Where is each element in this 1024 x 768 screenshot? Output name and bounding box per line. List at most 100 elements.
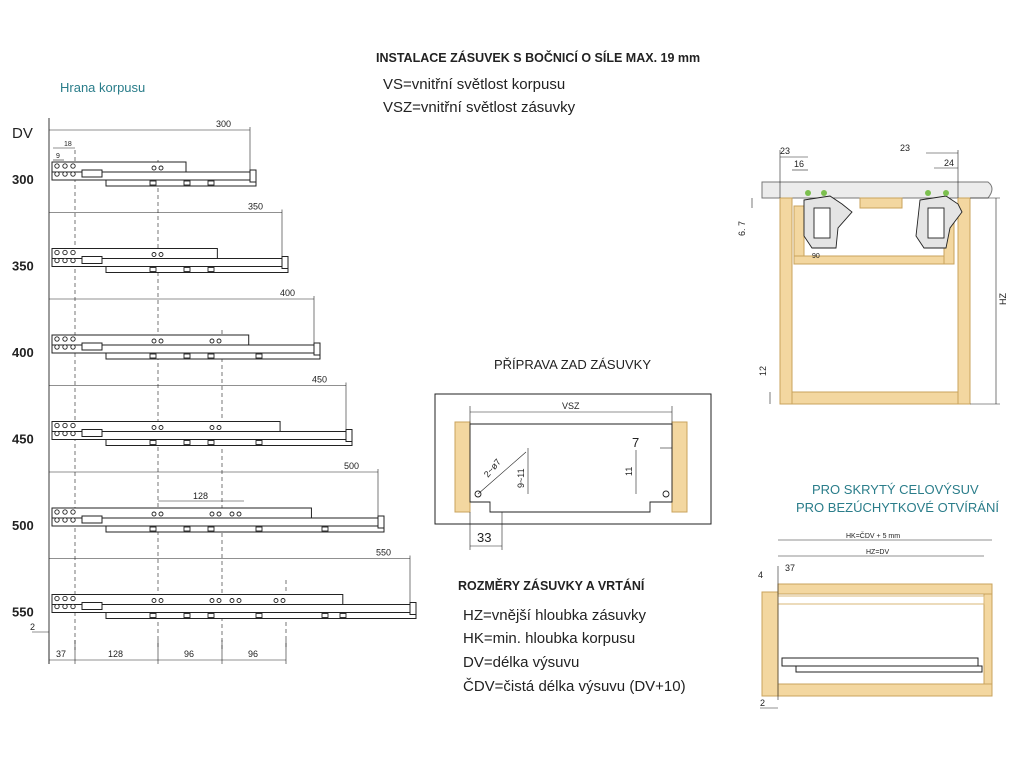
legend-vsz: VSZ=vnitřní světlost zásuvky [383, 99, 576, 116]
front-dim-16: 16 [794, 159, 804, 169]
row-slot-300-2 [207, 180, 215, 186]
hk-label: HK=ČDV + 5 mm [846, 531, 900, 540]
drawer-back-outline [469, 423, 673, 513]
row-label-450: 450 [12, 432, 34, 447]
side-rail-upper [781, 657, 979, 667]
right-side-board [671, 421, 688, 513]
row-label-400: 400 [12, 345, 34, 360]
row-bracket-550 [81, 602, 103, 610]
row-hole-450-3 [54, 430, 60, 437]
row-hole-500-3 [54, 517, 60, 523]
row-hole-550-2 [70, 595, 76, 602]
row-hole-250a-500 [229, 511, 235, 517]
front-dim-24: 24 [944, 158, 954, 168]
d11-label: 11 [624, 467, 634, 476]
row-end-cap-500 [377, 515, 385, 529]
bottom-dim-96a: 96 [184, 649, 194, 659]
row-hole-158b-350 [158, 252, 164, 257]
side-rail-lower [795, 665, 983, 673]
row-hole-500-1 [62, 509, 68, 515]
row-dim-300: 300 [216, 119, 231, 129]
d33-label: 33 [477, 530, 491, 545]
row-slot-550-4 [321, 613, 329, 618]
row-slide-300 [105, 179, 257, 187]
pin-2 [821, 190, 827, 196]
row-hole-350-1 [62, 249, 68, 256]
row-slot-450-1 [183, 440, 191, 445]
row-slide-500 [105, 525, 385, 533]
row-hole-158b-550 [158, 598, 164, 603]
row-bracket-450 [81, 429, 103, 437]
bottom-dim-96b: 96 [248, 649, 258, 659]
front-dim-23a: 23 [780, 146, 790, 156]
row-bracket-500 [81, 515, 103, 524]
side-drawer-top [777, 595, 985, 605]
row-hole-450-4 [62, 430, 68, 437]
row-hole-450-1 [62, 422, 68, 429]
row-slot-450-0 [149, 440, 157, 445]
row-hole-350-5 [70, 257, 76, 264]
row-hole-158a-450 [151, 425, 157, 430]
front-top-rail [859, 197, 903, 209]
slide-lengths-panel: Hrana korpusu DV 18 9 300300350350400400… [12, 80, 417, 664]
row-slot-350-1 [183, 267, 191, 272]
row-hole-222b-400 [216, 338, 222, 344]
row-hole-222b-450 [216, 425, 222, 430]
row-slot-550-5 [339, 613, 347, 618]
pin-3 [925, 190, 931, 196]
row-slot-300-0 [149, 180, 157, 186]
row-hole-286a-550 [273, 598, 279, 603]
diagram-title: INSTALACE ZÁSUVEK S BOČNICÍ O SÍLE MAX. … [376, 50, 700, 65]
legend-vs: VS=vnitřní světlost korpusu [383, 76, 565, 93]
row-hole-222b-500 [216, 511, 222, 517]
row-slot-550-0 [149, 613, 157, 618]
row-bracket-400 [81, 342, 103, 351]
row-hole-300-1 [62, 163, 68, 169]
row-label-550: 550 [12, 605, 34, 620]
row-hole-158a-500 [151, 511, 157, 517]
dim-9: 9 [56, 153, 60, 160]
row-slot-400-0 [149, 353, 157, 359]
row-hole-500-2 [70, 509, 76, 515]
row-hole-158a-550 [151, 598, 157, 603]
row-hole-300-2 [70, 163, 76, 169]
row-dim-350: 350 [248, 202, 263, 212]
row-hole-550-4 [62, 603, 68, 610]
side-dim-2: 2 [760, 698, 765, 708]
row-slot-400-1 [183, 353, 191, 359]
back-panel-frame [434, 393, 712, 525]
row-slide-450 [105, 439, 353, 446]
row-slide-350 [105, 266, 289, 273]
row-hole-350-4 [62, 257, 68, 264]
hole-leader [477, 451, 527, 495]
row-hole-500-0 [54, 509, 60, 515]
front-hz-label: HZ [998, 293, 1008, 305]
row-hole-400-3 [54, 344, 60, 350]
row-hole-400-5 [70, 344, 76, 350]
left-clip-body [813, 207, 831, 239]
dv-axis-label: DV [12, 125, 33, 142]
front-dim-23b: 23 [900, 143, 910, 153]
front-dim-12: 12 [758, 366, 768, 376]
row-end-cap-300 [249, 169, 257, 183]
hidden-extension-panel: PRO SKRYTÝ CELOVÝSUV PRO BEZÚCHYTKOVÉ OT… [758, 482, 999, 709]
row-hole-158b-400 [158, 338, 164, 344]
row-dim-450: 450 [312, 375, 327, 385]
row-hole-222a-550 [209, 598, 215, 603]
sizes-title: ROZMĚRY ZÁSUVKY A VRTÁNÍ [458, 578, 645, 593]
mid-dim-128: 128 [193, 491, 208, 501]
row-slot-500-3 [255, 526, 263, 532]
row-label-500: 500 [12, 518, 34, 533]
row-hole-550-0 [54, 595, 60, 602]
row-dim-500: 500 [344, 461, 359, 471]
row-hole-350-3 [54, 257, 60, 264]
row-hole-500-4 [62, 517, 68, 523]
front-view-panel: 23 16 23 24 6. 7 90 12 HZ [737, 143, 1008, 405]
front-left-side [779, 197, 793, 405]
row-hole-222a-400 [209, 338, 215, 344]
row-hole-250b-550 [236, 598, 242, 603]
row-slot-400-2 [207, 353, 215, 359]
row-slot-500-1 [183, 526, 191, 532]
row-hole-300-4 [62, 171, 68, 177]
row-hole-550-3 [54, 603, 60, 610]
